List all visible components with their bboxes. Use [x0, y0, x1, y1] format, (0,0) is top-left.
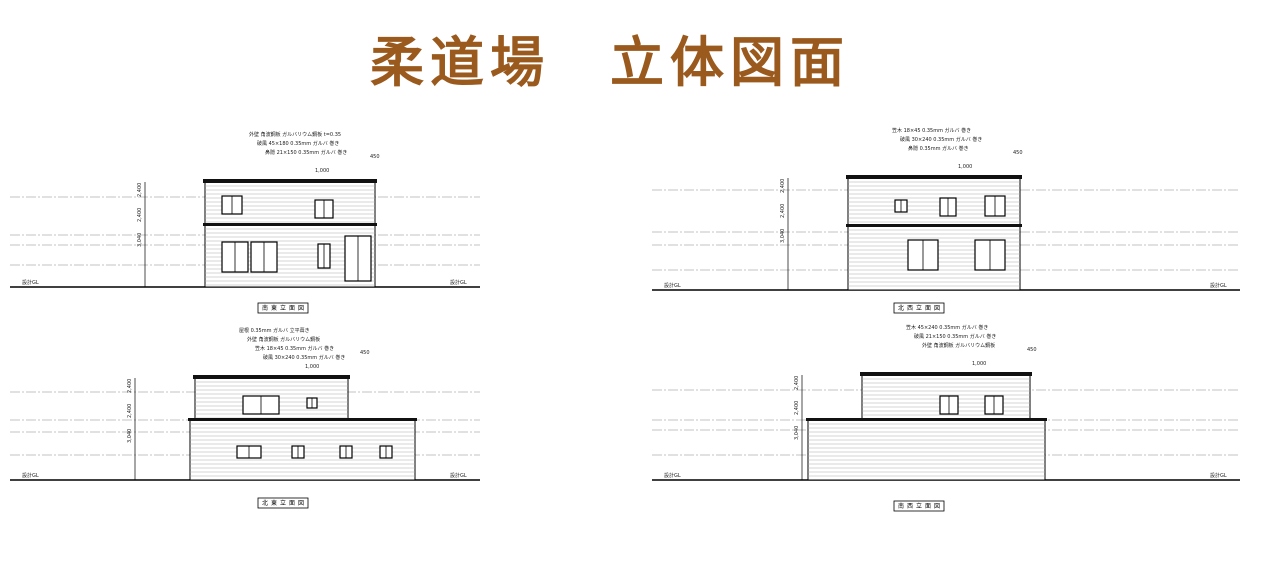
- annotation-note: 笠木 45×240 0.35mm ガルバ 巻き: [906, 324, 988, 331]
- dimension-label: 2,400: [780, 204, 786, 218]
- dimension-label: 2,400: [127, 404, 133, 418]
- roof-edge: [203, 179, 377, 183]
- annotation-note: 鼻隠 0.35mm ガルバ 巻き: [908, 145, 969, 152]
- dimension-label: 3,040: [137, 233, 143, 247]
- dimension-label: 450: [370, 154, 380, 160]
- elevation-2: 2,400 2,400 3,040 1,000 450 笠木 18×45 0.35mm ガ…: [652, 127, 1240, 314]
- dimension-label: 3,040: [127, 429, 133, 443]
- annotation-note: 外壁 角波鋼板 ガルバリウム鋼板 t=0.35: [249, 131, 341, 138]
- ground-level-label: 設計GL: [22, 279, 39, 286]
- ground-level-label: 設計GL: [1210, 472, 1227, 479]
- elevation-4: 2,400 2,400 3,040 1,000 450 笠木 45×240 0.35mm …: [652, 324, 1240, 512]
- annotation-note: 破風 45×180 0.35mm ガルバ 巻き: [257, 140, 339, 147]
- dimension-label: 2,400: [794, 401, 800, 415]
- elevation-label-box: [893, 302, 945, 314]
- dimension-label: 1,000: [305, 364, 319, 370]
- elevation-label: 北東立面図: [262, 499, 307, 507]
- elevation-label: 南東立面図: [262, 304, 307, 312]
- wall: [807, 419, 1046, 481]
- dimension-label: 2,400: [794, 376, 800, 390]
- dimension-label: 2,400: [780, 179, 786, 193]
- dimension-label: 3,040: [780, 229, 786, 243]
- ground-level-label: 設計GL: [22, 472, 39, 479]
- dimension-label: 1,000: [315, 168, 329, 174]
- ground-level-label: 設計GL: [1210, 282, 1227, 289]
- annotation-note: 外壁 角波鋼板 ガルバリウム鋼板: [247, 336, 320, 343]
- roof-edge: [860, 372, 1032, 376]
- annotation-note: 笠木 18×45 0.35mm ガルバ 巻き: [255, 345, 334, 352]
- elevation-label-box: [257, 302, 309, 314]
- eave: [188, 418, 417, 421]
- dimension-label: 450: [360, 350, 370, 356]
- elevation-label-box: [257, 497, 309, 509]
- ground-level-label: 設計GL: [450, 472, 467, 479]
- roof-edge: [193, 375, 350, 379]
- dimension-label: 3,040: [794, 426, 800, 440]
- elevation-1: 2,400 2,400 3,040 1,000 450 外壁 角波鋼板 ガルバリウム鋼板 …: [10, 131, 480, 314]
- annotation-note: 破風 21×150 0.35mm ガルバ 巻き: [914, 333, 996, 340]
- elevation-label: 北西立面図: [898, 304, 943, 312]
- dimension-label: 1,000: [958, 164, 972, 170]
- dimension-label: 2,400: [127, 379, 133, 393]
- eave: [203, 223, 377, 226]
- annotation-note: 鼻隠 21×150 0.35mm ガルバ 巻き: [265, 149, 347, 156]
- ground-level-label: 設計GL: [664, 282, 681, 289]
- annotation-note: 破風 30×240 0.35mm ガルバ 巻き: [263, 354, 345, 361]
- dimension-label: 1,000: [972, 361, 986, 367]
- elevation-label-box: [893, 500, 945, 512]
- eave: [846, 224, 1022, 227]
- ground-level-label: 設計GL: [664, 472, 681, 479]
- annotation-note: 屋根 0.35mm ガルバ 立平葺き: [239, 327, 310, 334]
- annotation-note: 笠木 18×45 0.35mm ガルバ 巻き: [892, 127, 971, 134]
- dimension-label: 2,400: [137, 183, 143, 197]
- dimension-label: 2,400: [137, 208, 143, 222]
- page-title: 柔道場 立体図面: [370, 31, 850, 94]
- dimension-label: 450: [1027, 347, 1037, 353]
- dimension-label: 450: [1013, 150, 1023, 156]
- eave: [806, 418, 1047, 421]
- annotation-note: 破風 30×240 0.35mm ガルバ 巻き: [900, 136, 982, 143]
- ground-level-label: 設計GL: [450, 279, 467, 286]
- elevation-3: 2,400 2,400 3,040 1,000 450 屋根 0.35mm ガルバ 立平葺…: [10, 327, 480, 509]
- roof-edge: [846, 175, 1022, 179]
- annotation-note: 外壁 角波鋼板 ガルバリウム鋼板: [922, 342, 995, 349]
- elevation-label: 南西立面図: [898, 502, 943, 510]
